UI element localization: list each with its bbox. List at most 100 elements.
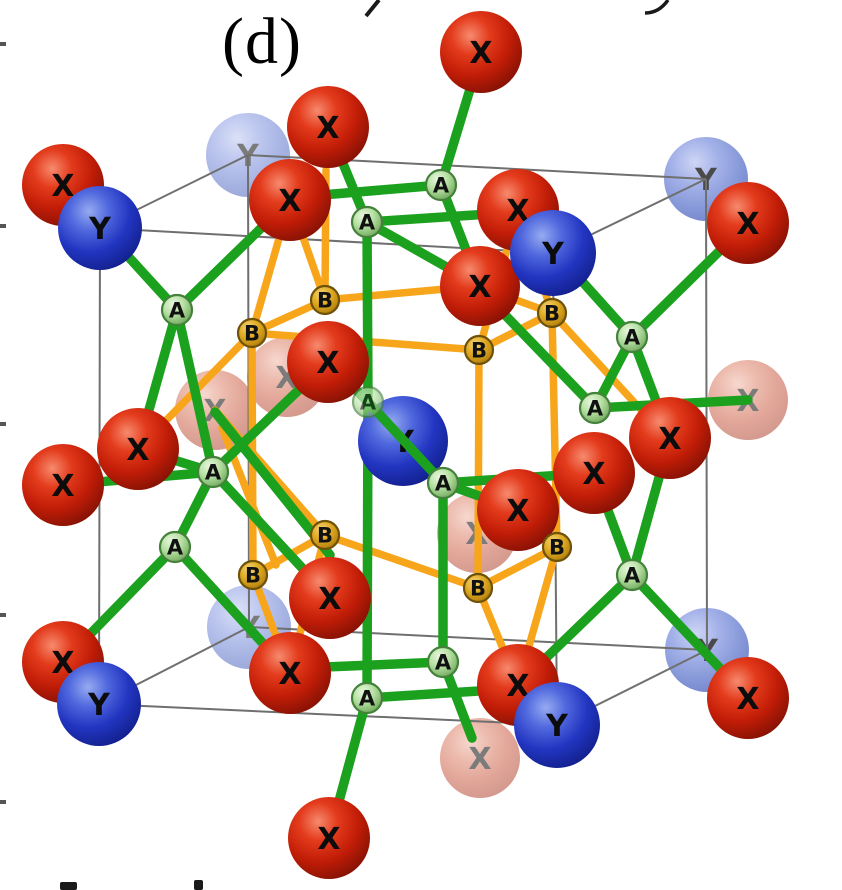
site-b: B <box>236 317 268 349</box>
site-b-circle <box>462 572 494 604</box>
site-b-label: B <box>470 577 486 601</box>
site-b-circle <box>463 334 495 366</box>
atom-x: X <box>553 432 635 514</box>
atom-y-sphere <box>58 186 142 270</box>
site-a-circle <box>615 558 649 592</box>
atom-x-label: X <box>51 646 74 681</box>
site-b-circle <box>309 284 341 316</box>
atom-x: X <box>288 797 370 879</box>
site-b-label: B <box>317 289 333 313</box>
site-a-label: A <box>587 397 604 421</box>
site-a-circle <box>426 645 460 679</box>
atom-x-sphere <box>477 469 559 551</box>
atom-x-label: X <box>468 270 491 305</box>
atom-y: Y <box>58 186 142 270</box>
atom-x: X <box>97 408 179 490</box>
site-b-label: B <box>245 564 261 588</box>
site-a: A <box>578 391 612 425</box>
atom-x-sphere <box>440 246 520 326</box>
panel-label: (d) <box>222 5 302 78</box>
atom-x: X <box>629 397 711 479</box>
site-b-circle <box>236 317 268 349</box>
site-a-label: A <box>435 472 452 496</box>
site-a-circle <box>158 530 192 564</box>
site-a: A <box>615 320 649 354</box>
atom-x-label: X <box>317 822 340 857</box>
atom-y-sphere <box>57 662 141 746</box>
atom-x-sphere <box>629 397 711 479</box>
atom-y-label: Y <box>88 212 112 247</box>
site-a: A <box>351 385 385 419</box>
site-a-circle <box>351 385 385 419</box>
site-a-circle <box>350 205 384 239</box>
site-a-label: A <box>624 326 641 350</box>
atom-x-faded-label: X <box>468 742 491 777</box>
crop-fragments <box>0 0 670 890</box>
cropped-text-fragment <box>60 882 77 890</box>
atom-x-label: X <box>736 207 759 242</box>
atom-x: X <box>440 11 522 93</box>
site-a-label: A <box>433 174 450 198</box>
site-b-label: B <box>544 302 560 326</box>
atom-x-label: X <box>278 184 301 219</box>
site-b-label: B <box>549 536 565 560</box>
atom-x-sphere <box>707 182 789 264</box>
atom-x: X <box>707 182 789 264</box>
atom-x-sphere <box>288 797 370 879</box>
atom-x: X <box>707 657 789 739</box>
site-b-label: B <box>471 339 487 363</box>
atom-x-sphere <box>440 11 522 93</box>
site-b: B <box>462 572 494 604</box>
site-a-label: A <box>435 651 452 675</box>
site-b: B <box>309 284 341 316</box>
cropped-text-fragment <box>194 880 203 890</box>
atom-x-sphere <box>97 408 179 490</box>
site-b: B <box>237 559 269 591</box>
atom-x-faded-sphere <box>440 718 520 798</box>
atom-x: X <box>477 469 559 551</box>
site-a: A <box>350 681 384 715</box>
green-bond-front <box>363 397 448 488</box>
site-b-label: B <box>244 322 260 346</box>
site-a: A <box>426 466 460 500</box>
atom-x: X <box>287 86 369 168</box>
atom-x: X <box>22 444 104 526</box>
site-a-label: A <box>624 564 641 588</box>
site-b: B <box>463 334 495 366</box>
atom-x: X <box>249 159 331 241</box>
cropped-text-stroke <box>364 0 381 18</box>
green-bond <box>363 397 448 488</box>
atom-x: X <box>440 246 520 326</box>
site-a: A <box>158 530 192 564</box>
site-a-label: A <box>169 299 186 323</box>
atom-x-sphere <box>22 444 104 526</box>
site-a-circle <box>426 466 460 500</box>
unit-cell-edge <box>705 178 708 651</box>
atom-x-label: X <box>658 422 681 457</box>
atom-x-sphere <box>289 557 371 639</box>
atom-x-label: X <box>51 469 74 504</box>
atom-y-label: Y <box>541 237 565 272</box>
atom-y-sphere <box>510 210 596 296</box>
site-a-label: A <box>359 211 376 235</box>
unit-cell-edge <box>98 703 558 726</box>
site-a-circle <box>160 293 194 327</box>
axis-tick-fragment <box>0 224 6 228</box>
site-a-circle <box>350 681 384 715</box>
atom-x-label: X <box>506 494 529 529</box>
site-a: A <box>196 455 230 489</box>
atom-x-label: X <box>469 36 492 71</box>
site-b-circle <box>309 519 341 551</box>
site-a-label: A <box>167 536 184 560</box>
atom-y: Y <box>57 662 141 746</box>
atom-x-label: X <box>506 194 529 229</box>
axis-tick-fragment <box>0 422 6 426</box>
atom-y: Y <box>514 682 600 768</box>
atom-x-faded: X <box>440 718 520 798</box>
axis-tick-fragment <box>0 800 6 804</box>
site-a: A <box>424 168 458 202</box>
site-b-circle <box>237 559 269 591</box>
